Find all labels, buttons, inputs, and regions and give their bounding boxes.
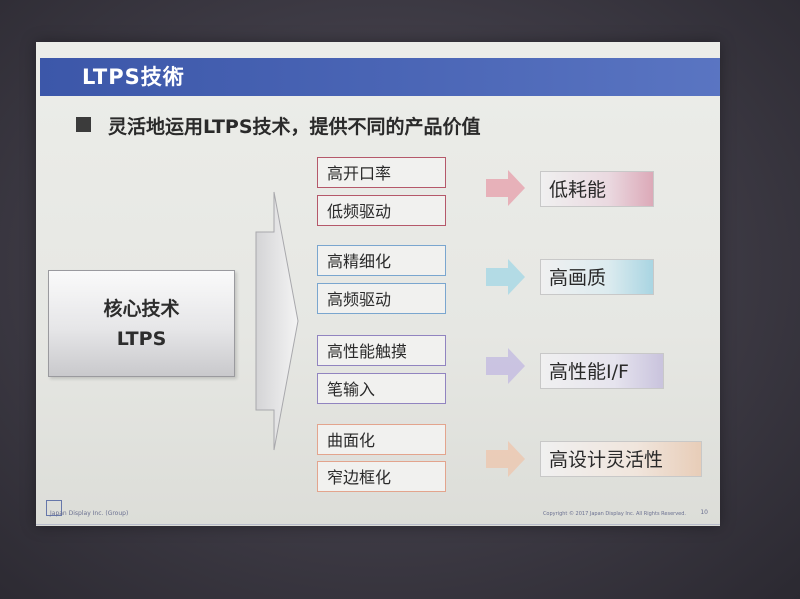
feature-pen-input: 笔输入: [317, 373, 446, 404]
result-low-power: 低耗能: [540, 171, 654, 207]
footer-copyright: Copyright © 2017 Japan Display Inc. All …: [542, 511, 686, 517]
arrow-right-icon: [486, 348, 525, 384]
feature-low-frequency-drive: 低频驱动: [317, 195, 446, 226]
company-logo-icon: [46, 500, 62, 516]
feature-narrow-bezel: 窄边框化: [317, 461, 446, 492]
result-high-performance-if: 高性能I/F: [540, 353, 664, 389]
core-label: 核心技术: [103, 297, 180, 320]
title-bar: LTPS技術: [40, 58, 720, 96]
arrow-right-icon: [486, 441, 525, 477]
feature-curved-surface: 曲面化: [317, 424, 446, 455]
slide-title: LTPS技術: [82, 65, 185, 89]
footer-divider: [36, 524, 720, 525]
bullet-square-icon: [76, 117, 91, 132]
result-high-design-flexibility: 高设计灵活性: [540, 441, 702, 477]
presentation-slide: LTPS技術 灵活地运用LTPS技术，提供不同的产品价值 核心技术 LTPS 高…: [36, 42, 720, 526]
arrow-right-icon: [486, 259, 525, 295]
bullet-text: 灵活地运用LTPS技术，提供不同的产品价值: [108, 116, 481, 138]
feature-high-resolution: 高精细化: [317, 245, 446, 276]
core-technology-box: 核心技术 LTPS: [48, 270, 235, 377]
page-number: 10: [700, 509, 708, 516]
result-high-image-quality: 高画质: [540, 259, 654, 295]
feature-high-frequency-drive: 高频驱动: [317, 283, 446, 314]
core-sub-label: LTPS: [116, 327, 167, 350]
big-right-arrow-icon: [255, 191, 299, 451]
footer-company: Japan Display Inc. (Group): [50, 510, 129, 517]
feature-high-aperture: 高开口率: [317, 157, 446, 188]
feature-high-performance-touch: 高性能触摸: [317, 335, 446, 366]
arrow-right-icon: [486, 170, 525, 206]
